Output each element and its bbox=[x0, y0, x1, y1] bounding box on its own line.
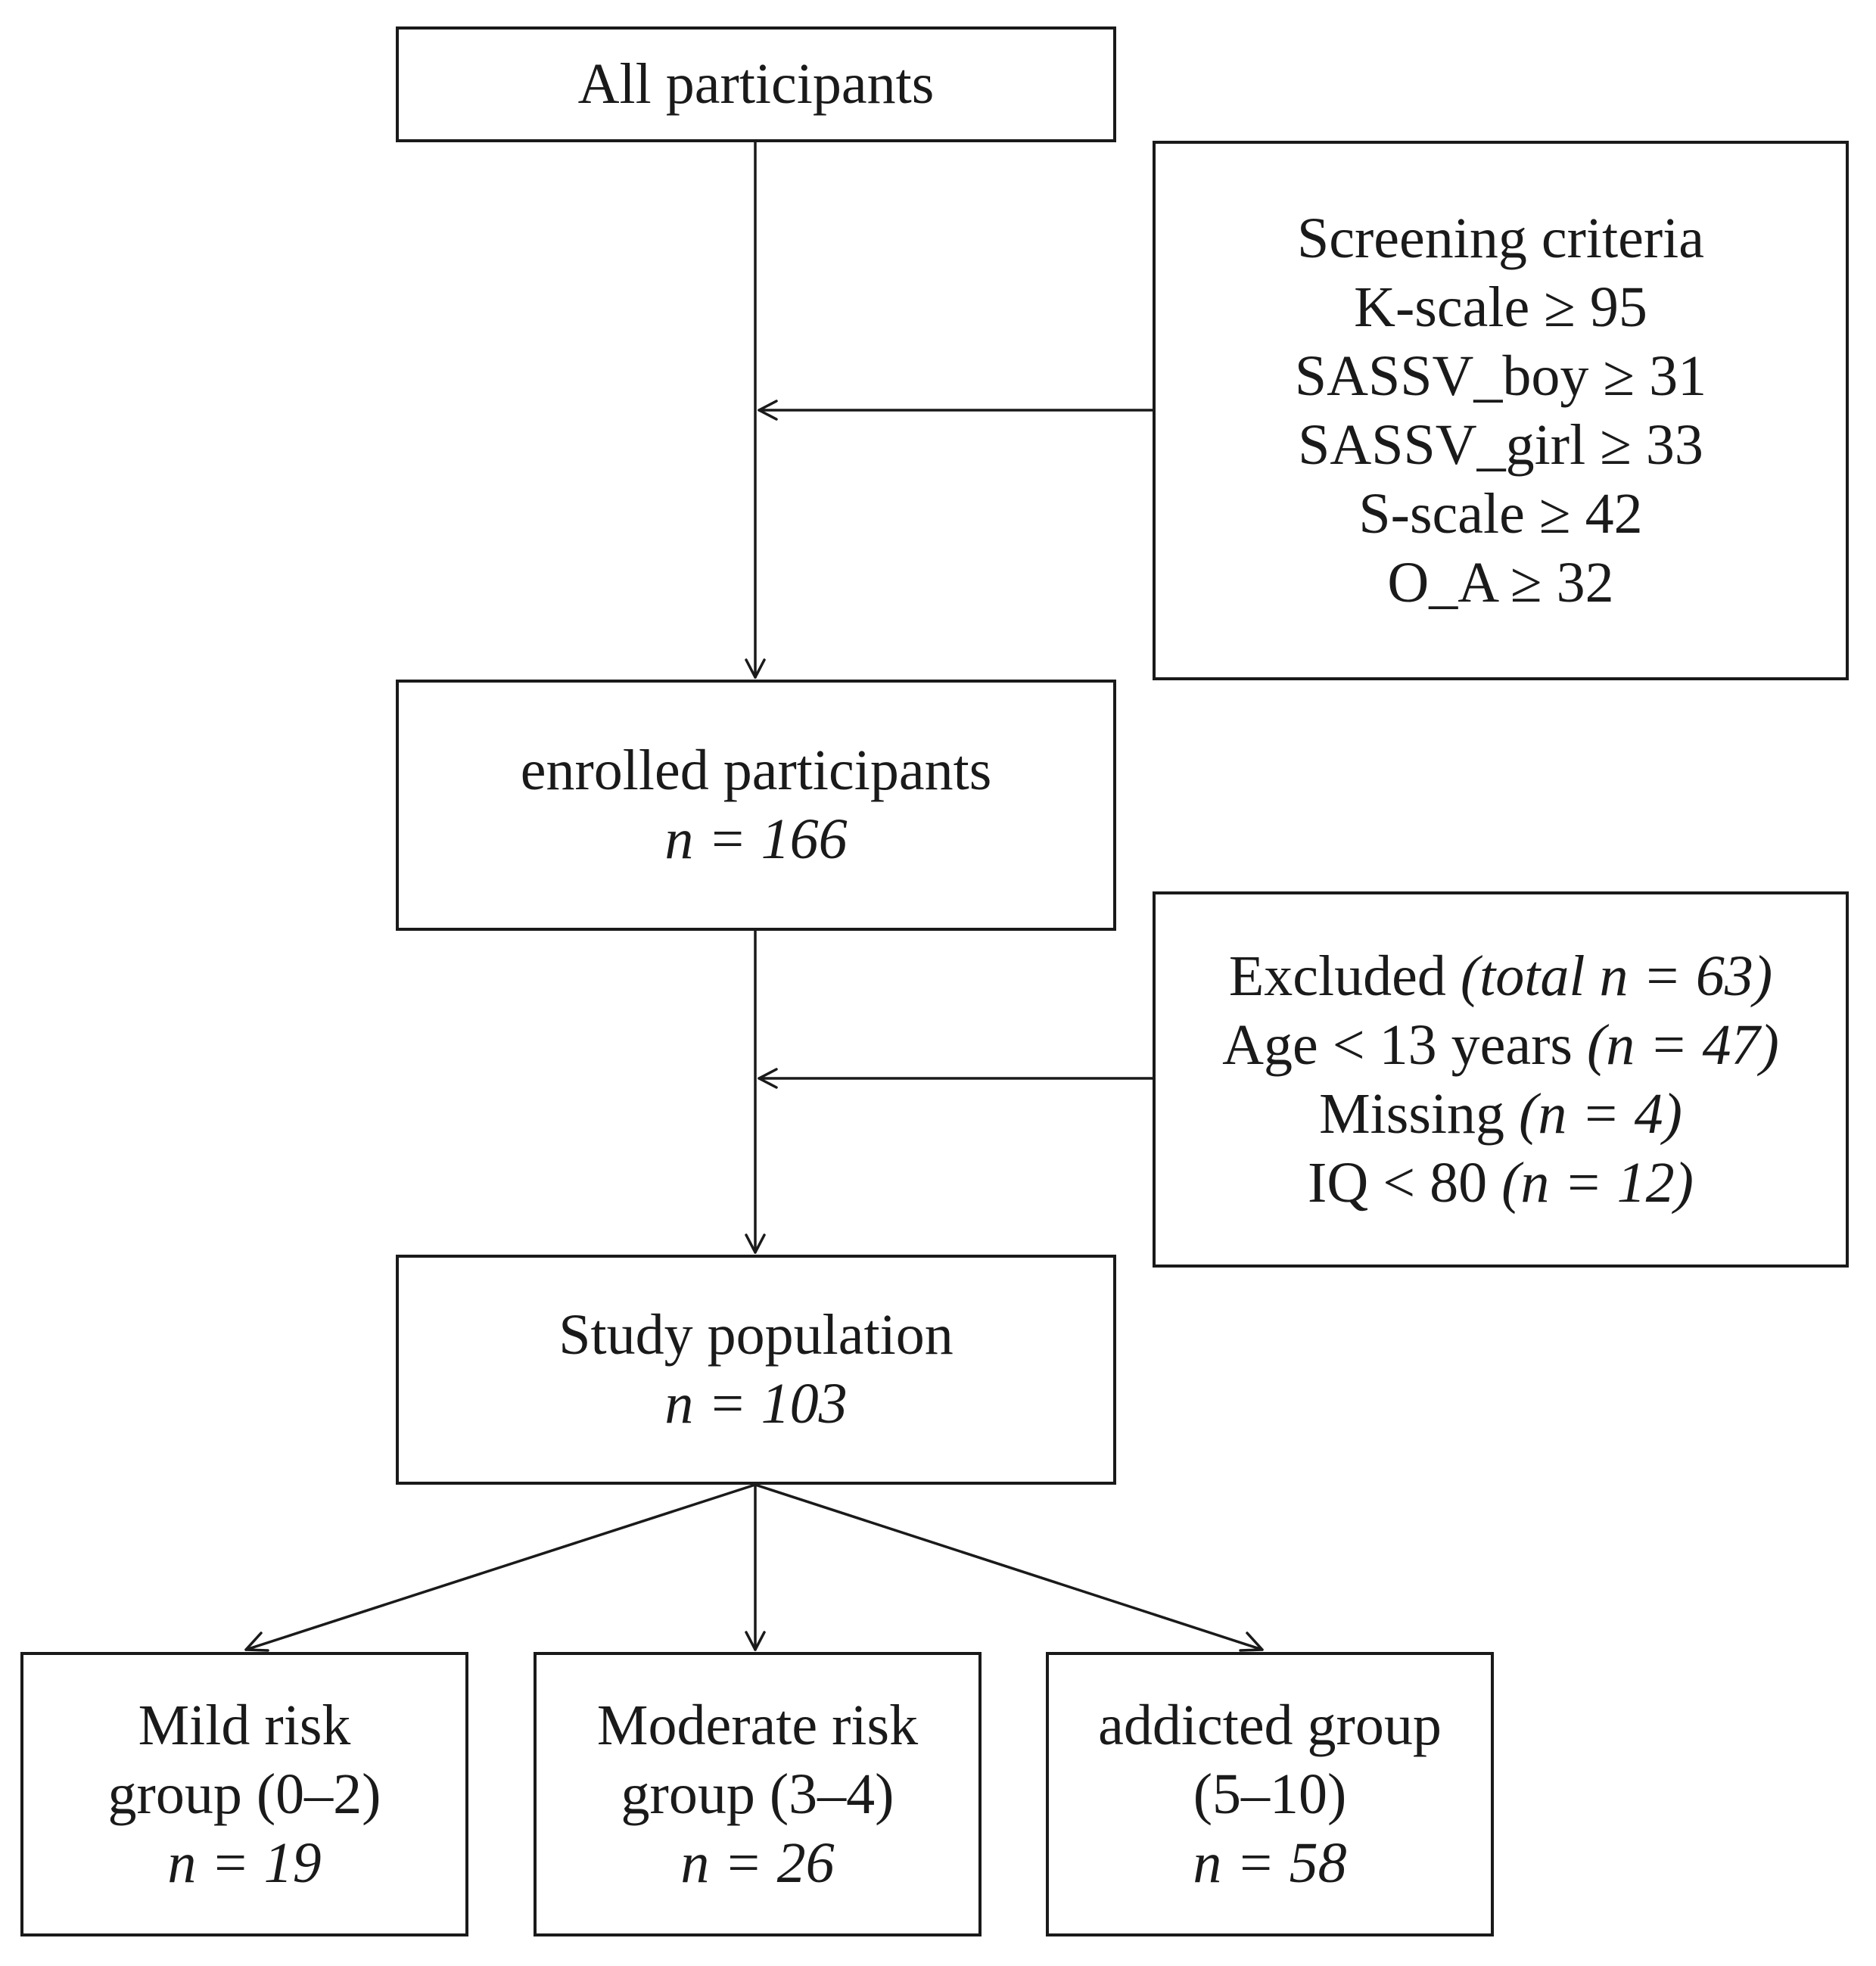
mild-line1: Mild risk bbox=[138, 1693, 351, 1757]
moderate-risk-group-box: Moderate risk group (3–4) n = 26 bbox=[534, 1652, 982, 1936]
study-title: Study population bbox=[558, 1303, 954, 1367]
excluded-item-iq: IQ < 80 (n = 12) bbox=[1308, 1149, 1694, 1218]
criterion-s-scale: S-scale ≥ 42 bbox=[1358, 481, 1643, 546]
addicted-line2: (5–10) bbox=[1193, 1762, 1347, 1826]
moderate-line2: group (3–4) bbox=[621, 1762, 894, 1826]
criterion-k-scale: K-scale ≥ 95 bbox=[1354, 275, 1647, 339]
excluded-item-count: (n = 12) bbox=[1501, 1150, 1694, 1215]
addicted-line1: addicted group bbox=[1098, 1693, 1442, 1757]
mild-risk-group-box: Mild risk group (0–2) n = 19 bbox=[20, 1652, 468, 1936]
screening-criteria-box: Screening criteria K-scale ≥ 95 SASSV_bo… bbox=[1153, 141, 1849, 680]
excluded-item-count: (n = 47) bbox=[1586, 1013, 1779, 1077]
arrowhead-study bbox=[745, 1233, 766, 1254]
excluded-header: Excluded (total n = 63) bbox=[1229, 942, 1772, 1011]
arrowhead-mild bbox=[244, 1632, 269, 1652]
criterion-sassv-girl: SASSV_girl ≥ 33 bbox=[1298, 412, 1703, 477]
mild-line2: group (0–2) bbox=[107, 1762, 381, 1826]
screening-criteria-title: Screening criteria bbox=[1296, 206, 1705, 270]
excluded-item-count: (n = 4) bbox=[1519, 1081, 1682, 1146]
excluded-item-label: Missing bbox=[1319, 1081, 1520, 1146]
excluded-item-age: Age < 13 years (n = 47) bbox=[1222, 1011, 1779, 1080]
excluded-box: Excluded (total n = 63) Age < 13 years (… bbox=[1153, 891, 1849, 1268]
mild-count: n = 19 bbox=[167, 1831, 322, 1895]
all-participants-title: All participants bbox=[577, 52, 935, 116]
excluded-title: Excluded bbox=[1228, 944, 1446, 1008]
arrow-study-to-mild bbox=[244, 1483, 757, 1651]
excluded-item-label: Age < 13 years bbox=[1222, 1013, 1573, 1077]
arrowhead-enrolled bbox=[745, 658, 766, 679]
moderate-line1: Moderate risk bbox=[596, 1693, 919, 1757]
arrowhead-excluded bbox=[758, 1068, 778, 1089]
study-population-box: Study population n = 103 bbox=[396, 1255, 1116, 1485]
arrowhead-screening bbox=[758, 400, 778, 421]
enrolled-participants-box: enrolled participants n = 166 bbox=[396, 680, 1116, 931]
addicted-group-box: addicted group (5–10) n = 58 bbox=[1046, 1652, 1494, 1936]
arrow-study-to-addicted bbox=[754, 1483, 1264, 1651]
criterion-o-a: O_A ≥ 32 bbox=[1387, 550, 1614, 614]
enrolled-count: n = 166 bbox=[664, 807, 848, 871]
excluded-total: (total n = 63) bbox=[1460, 944, 1773, 1008]
study-count: n = 103 bbox=[664, 1372, 848, 1436]
enrolled-title: enrolled participants bbox=[520, 739, 992, 802]
moderate-count: n = 26 bbox=[680, 1831, 835, 1895]
all-participants-box: All participants bbox=[396, 26, 1116, 142]
arrowhead-moderate bbox=[745, 1631, 766, 1651]
excluded-item-missing: Missing (n = 4) bbox=[1319, 1080, 1682, 1149]
addicted-count: n = 58 bbox=[1193, 1831, 1347, 1895]
arrowhead-addicted bbox=[1239, 1632, 1264, 1652]
excluded-item-label: IQ < 80 bbox=[1308, 1150, 1488, 1215]
criterion-sassv-boy: SASSV_boy ≥ 31 bbox=[1294, 344, 1707, 408]
